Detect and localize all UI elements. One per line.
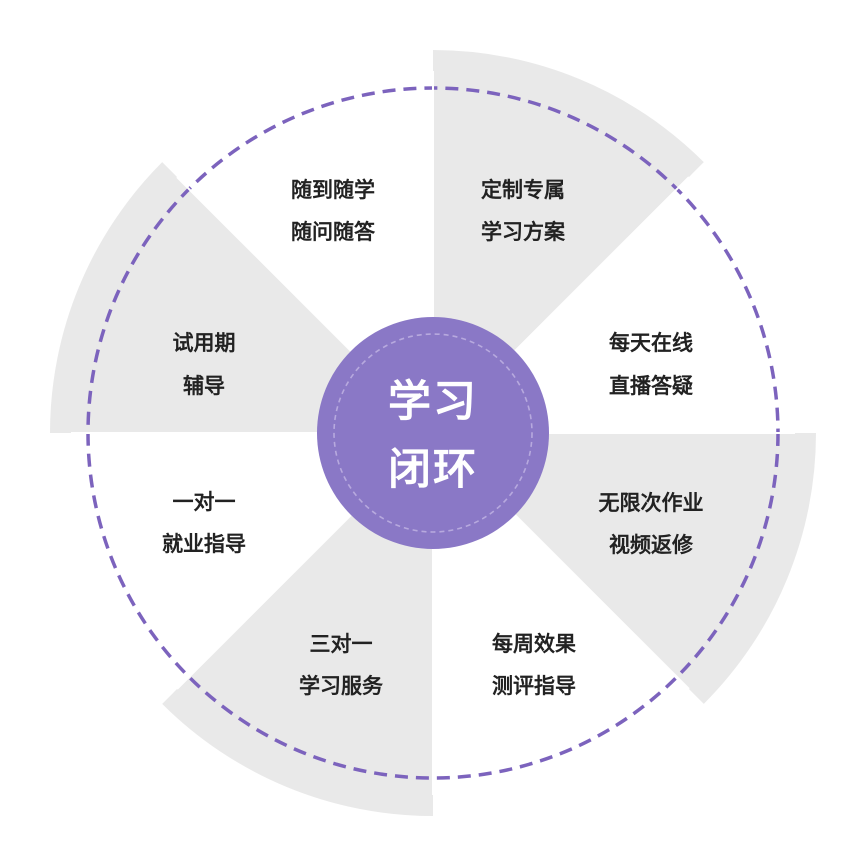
segment-2-line2: 视频返修 bbox=[609, 533, 694, 557]
center-circle bbox=[317, 317, 549, 549]
segment-4-line2: 学习服务 bbox=[299, 674, 384, 698]
segment-7-line2: 随问随答 bbox=[291, 220, 376, 244]
segment-0: 定制专属 学习方案 bbox=[481, 178, 566, 244]
segment-1-line2: 直播答疑 bbox=[609, 374, 693, 398]
segment-3-line2: 测评指导 bbox=[492, 674, 576, 698]
segment-1-line1: 每天在线 bbox=[609, 331, 693, 355]
sector-shaded-0 bbox=[433, 50, 704, 433]
segment-0-line1: 定制专属 bbox=[481, 178, 565, 202]
segment-6-line2: 辅导 bbox=[183, 374, 225, 398]
segment-5-line2: 就业指导 bbox=[162, 532, 246, 556]
segment-4-line1: 三对一 bbox=[310, 632, 373, 656]
segment-2: 无限次作业 视频返修 bbox=[599, 491, 704, 557]
segment-labels: 定制专属 学习方案 每天在线 直播答疑 无限次作业 视频返修 每周效果 测评指导… bbox=[162, 178, 704, 698]
segment-5: 一对一 就业指导 bbox=[162, 490, 246, 556]
segment-5-line1: 一对一 bbox=[173, 490, 236, 514]
segment-1: 每天在线 直播答疑 bbox=[609, 331, 693, 398]
segment-7: 随到随学 随问随答 bbox=[291, 178, 376, 244]
segment-4: 三对一 学习服务 bbox=[299, 632, 384, 698]
center-hub: 学习 闭环 bbox=[317, 317, 549, 549]
sector-shaded-4 bbox=[162, 433, 433, 816]
segment-3: 每周效果 测评指导 bbox=[492, 632, 576, 698]
center-inner-dashed-ring bbox=[333, 333, 533, 533]
sector-shaded-6 bbox=[50, 162, 433, 433]
wheel-sectors bbox=[50, 50, 816, 816]
sector-shaded-2 bbox=[433, 433, 816, 704]
segment-3-line1: 每周效果 bbox=[492, 632, 576, 656]
segment-2-line1: 无限次作业 bbox=[599, 491, 704, 515]
center-title-line1: 学习 bbox=[388, 377, 478, 427]
segment-0-line2: 学习方案 bbox=[481, 220, 566, 244]
segment-7-line1: 随到随学 bbox=[291, 178, 375, 202]
center-title-line2: 闭环 bbox=[388, 445, 478, 495]
segment-6: 试用期 辅导 bbox=[173, 331, 236, 398]
segment-6-line1: 试用期 bbox=[173, 331, 236, 355]
